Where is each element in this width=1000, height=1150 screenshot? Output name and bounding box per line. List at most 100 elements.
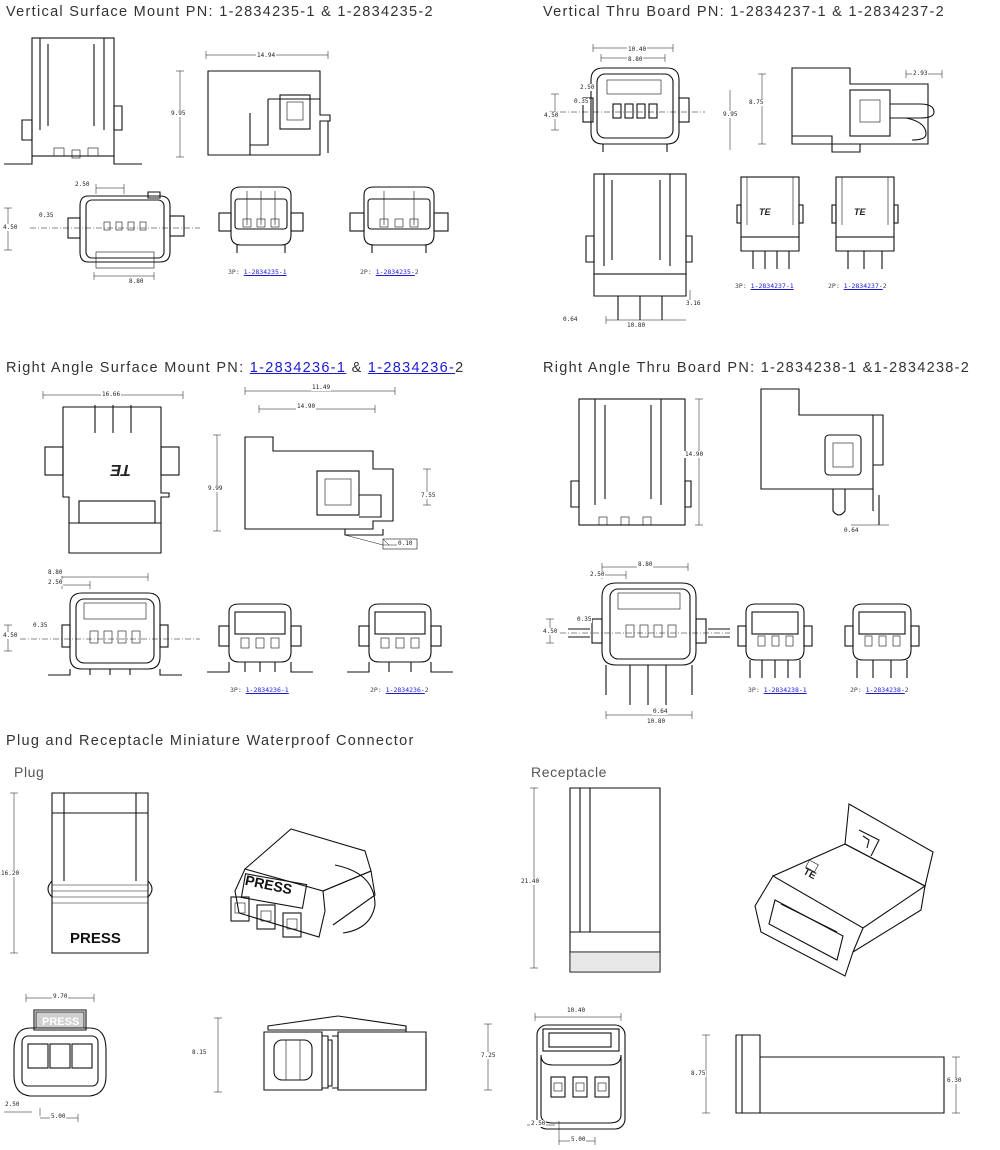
rasm-3p-caption: 3P: 1-2834236-1 [230, 686, 289, 694]
ratb-2p-link[interactable]: 1-2834238- [865, 686, 905, 694]
vsm-top-drawing [4, 184, 200, 280]
vtb-title: Vertical Thru Board PN: 1-2834237-1 & 1-… [543, 4, 945, 20]
rec-dim-4: 5.00 [570, 1136, 587, 1143]
ratb-dim-6: 4.50 [542, 628, 559, 635]
ratb-front-drawing [760, 388, 889, 526]
vtb-3p-caption: 3P: 1-2834237-1 [735, 282, 794, 290]
rasm-title-link-2[interactable]: 1-2834236- [367, 360, 456, 376]
rasm-dim-5: 7.55 [420, 492, 437, 499]
receptacle-label: Receptacle [531, 764, 608, 780]
vtb-dim-1: 10.40 [627, 46, 648, 53]
vsm-side-drawing [4, 37, 142, 165]
rec-iso-drawing: TE [754, 803, 934, 977]
rasm-3p-drawing [207, 603, 313, 673]
vtb-3p-prefix: 3P: [735, 282, 751, 290]
plug-front-side-drawing [214, 1015, 492, 1093]
vsm-title: Vertical Surface Mount PN: 1-2834235-1 &… [6, 4, 434, 20]
ratb-2p-prefix: 2P: [850, 686, 866, 694]
rec-dim-6: 6.30 [946, 1077, 963, 1084]
vsm-3p-caption: 3P: 1-2834235-1 [228, 268, 287, 276]
ratb-dim-1: 14.90 [684, 451, 705, 458]
plug-dim-6: 7.25 [480, 1052, 497, 1059]
vtb-3p-drawing: TE [736, 176, 804, 269]
plug-iso-drawing: PRESS [230, 828, 376, 938]
rec-front-drawing [527, 1013, 626, 1145]
vsm-dim-3: 2.50 [74, 181, 91, 188]
vtb-2p-suffix: 2 [882, 282, 887, 290]
rasm-front-drawing [213, 387, 431, 550]
vtb-top-drawing [549, 44, 705, 152]
ratb-2p-drawing [844, 603, 920, 678]
vtb-2p-link[interactable]: 1-2834237- [843, 282, 883, 290]
ratb-3p-prefix: 3P: [748, 686, 764, 694]
vtb-dim-6: 8.75 [748, 99, 765, 106]
plug-iso-press-text: PRESS [244, 872, 294, 898]
rasm-dim-4: 9.99 [207, 485, 224, 492]
vsm-2p-link[interactable]: 1-2834235- [375, 268, 415, 276]
plug-label: Plug [14, 764, 45, 780]
ratb-dim-2: 0.64 [843, 527, 860, 534]
ratb-2p-caption: 2P: 1-2834238-2 [850, 686, 909, 694]
plug-dim-4: 5.00 [50, 1113, 67, 1120]
vsm-front-drawing [176, 51, 331, 158]
ratb-3p-drawing [737, 603, 813, 678]
vtb-dim-10: 0.64 [562, 316, 579, 323]
vtb-dim-4: 0.35 [573, 98, 590, 105]
plug-dim-5: 8.15 [191, 1049, 208, 1056]
rasm-3p-prefix: 3P: [230, 686, 246, 694]
plug-front-drawing: PRESS [4, 994, 107, 1122]
vtb-dim-9: 3.16 [685, 300, 702, 307]
vtb-2p-caption: 2P: 1-2834237-2 [828, 282, 887, 290]
ratb-dim-3: 2.50 [589, 571, 606, 578]
vsm-dim-4: 0.35 [38, 212, 55, 219]
rasm-title: Right Angle Surface Mount PN: 1-2834236-… [6, 360, 464, 376]
rasm-2p-caption: 2P: 1-2834236-2 [370, 686, 429, 694]
rasm-2p-link[interactable]: 1-2834236- [385, 686, 425, 694]
rec-dim-2: 10.40 [566, 1007, 587, 1014]
ratb-dim-8: 10.80 [646, 718, 667, 725]
rasm-title-sep: & [346, 360, 368, 376]
rasm-dim-10: 4.50 [2, 632, 19, 639]
vtb-3p-logo: TE [759, 207, 771, 217]
rasm-dim-3: 14.90 [296, 403, 317, 410]
vsm-2p-caption: 2P: 1-2834235-2 [360, 268, 419, 276]
vtb-2p-drawing: TE [831, 176, 899, 269]
rec-dim-3: 2.50 [530, 1120, 547, 1127]
vsm-dim-1: 14.94 [256, 52, 277, 59]
rasm-2p-prefix: 2P: [370, 686, 386, 694]
vtb-2p-prefix: 2P: [828, 282, 844, 290]
rasm-dim-6: 0.10 [397, 540, 414, 547]
ratb-3p-link[interactable]: 1-2834238-1 [763, 686, 807, 694]
vtb-dim-2: 8.80 [627, 56, 644, 63]
rasm-dim-9: 0.35 [32, 622, 49, 629]
ratb-front-face-drawing [546, 563, 730, 719]
vsm-2p-prefix: 2P: [360, 268, 376, 276]
vtb-dim-3: 2.50 [579, 84, 596, 91]
plug-side-press-text: PRESS [70, 930, 121, 947]
rasm-dim-7: 8.80 [47, 569, 64, 576]
rasm-dim-2: 11.49 [311, 384, 332, 391]
rasm-title-suffix: 2 [455, 360, 465, 376]
ratb-dim-5: 0.35 [576, 616, 593, 623]
ratb-3p-caption: 3P: 1-2834238-1 [748, 686, 807, 694]
ratb-side-drawing [570, 398, 703, 526]
ratb-2p-suffix: 2 [904, 686, 909, 694]
rasm-3p-link[interactable]: 1-2834236-1 [245, 686, 289, 694]
vtb-3p-link[interactable]: 1-2834237-1 [750, 282, 794, 290]
ratb-title: Right Angle Thru Board PN: 1-2834238-1 &… [543, 360, 971, 376]
rasm-title-prefix: Right Angle Surface Mount PN: [6, 360, 250, 376]
vsm-dim-6: 8.80 [128, 278, 145, 285]
vsm-2p-drawing [349, 186, 449, 253]
rasm-2p-suffix: 2 [424, 686, 429, 694]
vsm-2p-suffix: 2 [414, 268, 419, 276]
vsm-dim-2: 9.95 [170, 110, 187, 117]
rasm-dim-1: 16.66 [101, 391, 122, 398]
vsm-3p-prefix: 3P: [228, 268, 244, 276]
vtb-dim-11: 10.80 [626, 322, 647, 329]
rasm-front-face-drawing [4, 573, 200, 676]
vsm-3p-drawing [218, 186, 304, 253]
rasm-title-link-1[interactable]: 1-2834236-1 [249, 360, 347, 376]
vsm-3p-link[interactable]: 1-2834235-1 [243, 268, 287, 276]
plug-front-press-text: PRESS [42, 1016, 79, 1028]
vtb-2p-logo: TE [854, 207, 866, 217]
